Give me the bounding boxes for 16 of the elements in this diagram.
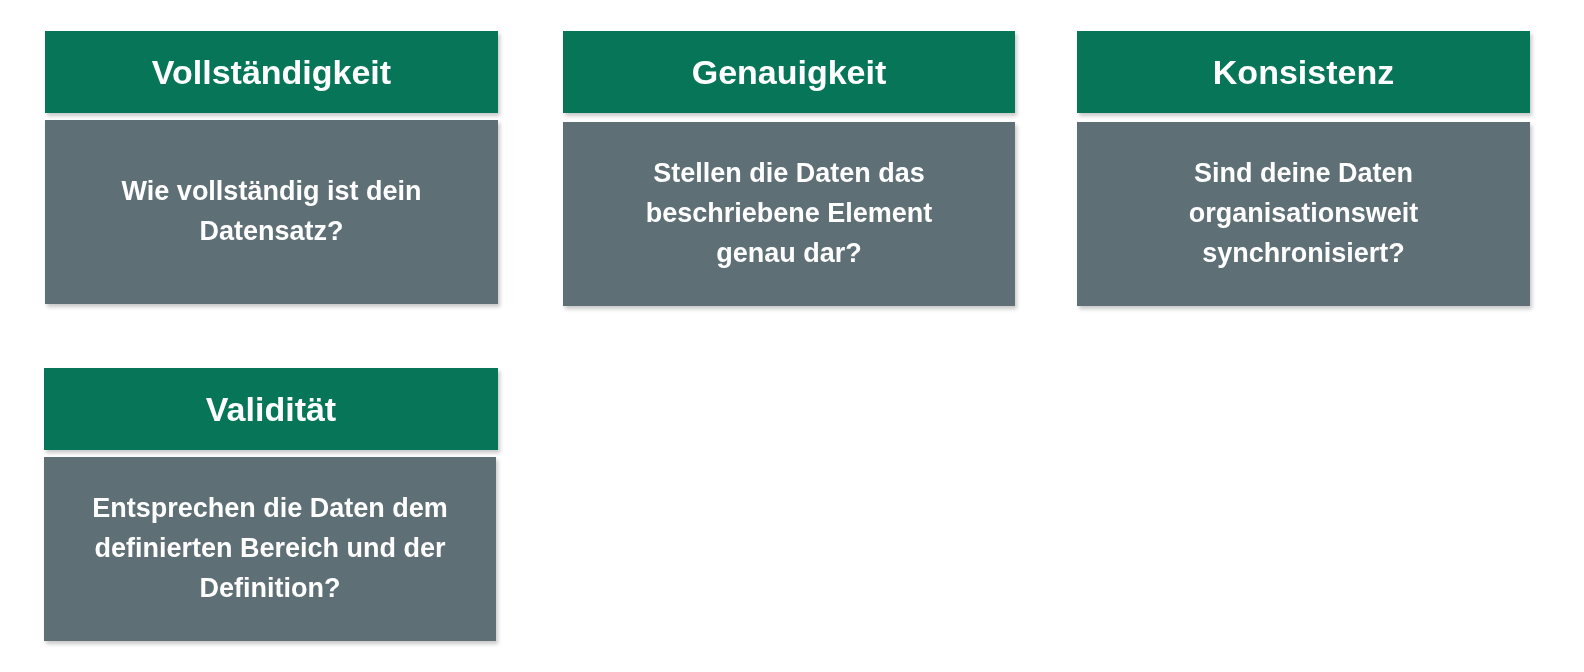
category-title: Validität bbox=[205, 389, 337, 429]
question-text: Sind deine Daten organisationsweit synchronisiert? bbox=[1187, 157, 1420, 270]
question-panel bbox=[563, 122, 1015, 306]
question-text: Wie vollständig ist dein Datensatz? bbox=[120, 175, 423, 248]
question-text: Entsprechen die Daten dem definierten Bereich und der Definition? bbox=[91, 492, 449, 605]
question-panel bbox=[44, 457, 496, 641]
category-header bbox=[563, 31, 1015, 113]
category-title: Konsistenz bbox=[1212, 52, 1395, 92]
question-text: Stellen die Daten das beschriebene Element genau dar? bbox=[644, 157, 934, 270]
category-title: Genauigkeit bbox=[691, 52, 887, 92]
category-title: Vollständigkeit bbox=[151, 52, 392, 92]
question-panel bbox=[1077, 122, 1530, 306]
category-header bbox=[44, 368, 498, 450]
category-header bbox=[45, 31, 498, 113]
category-header bbox=[1077, 31, 1530, 113]
question-panel bbox=[45, 120, 498, 304]
